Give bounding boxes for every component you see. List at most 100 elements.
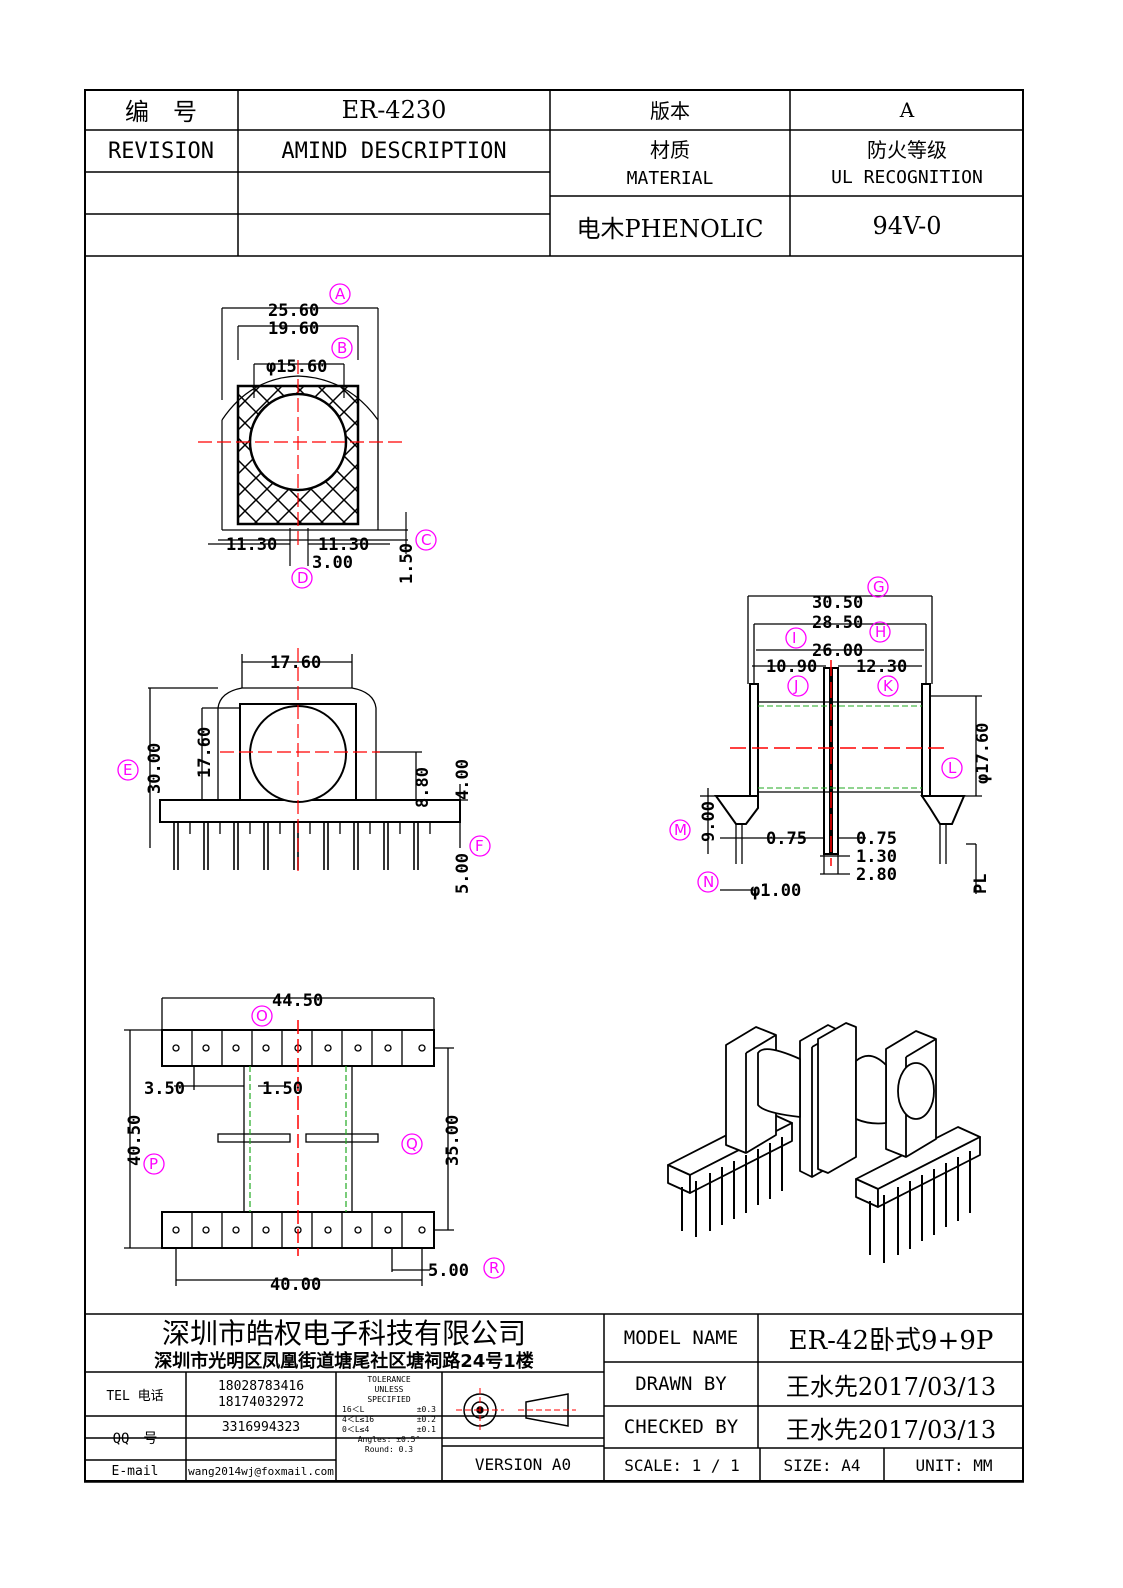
dim-30-50: 30.50 [812, 593, 863, 613]
marker-b: B [337, 339, 347, 357]
qq-value: 3316994323 [221, 1419, 301, 1435]
tel-2: 18174032972 [217, 1394, 305, 1410]
dim-phi-1-00: φ1.00 [750, 881, 801, 901]
drawn-by-value: 王水先2017/03/13 [785, 1372, 997, 1401]
marker-r: R [489, 1259, 499, 1277]
dim-12-30: 12.30 [856, 657, 907, 677]
marker-p: P [149, 1155, 158, 1173]
tolerance-row: 4＜L≤16 ±0.2 [338, 1415, 440, 1425]
marker-h: H [875, 623, 886, 641]
size-text: SIZE: A4 [783, 1455, 861, 1475]
dim-26-00: 26.00 [812, 641, 863, 661]
dim-44-50: 44.50 [272, 991, 323, 1011]
dim-25-60: 25.60 [268, 301, 319, 321]
tolerance-row: 0＜L≤4 ±0.1 [338, 1425, 440, 1435]
dim-10-90: 10.90 [766, 657, 817, 677]
dim-5-00b: 5.00 [428, 1261, 469, 1281]
dim-3-00: 3.00 [312, 553, 353, 573]
amend-description-label: AMIND DESCRIPTION [281, 138, 507, 164]
tolerance-range: 16＜L [342, 1405, 365, 1414]
drawing-frame [84, 89, 1024, 1482]
scale-text: SCALE: 1 / 1 [624, 1455, 740, 1475]
marker-d: D [297, 569, 309, 587]
material-value: 电木PHENOLIC [576, 214, 764, 243]
marker-n: N [703, 873, 714, 891]
email-label: E-mail [111, 1463, 159, 1479]
material-label-cn: 材质 [650, 137, 690, 162]
tolerance-title-2: UNLESS [374, 1385, 404, 1394]
marker-q: Q [406, 1135, 418, 1153]
marker-o: O [256, 1007, 268, 1025]
dim-11-30-left: 11.30 [226, 535, 277, 555]
tolerance-title-1: TOLERANCE [367, 1375, 411, 1384]
company-address: 深圳市光明区凤凰街道塘尾社区塘祠路24号1楼 [154, 1351, 534, 1372]
marker-l: L [948, 759, 957, 777]
part-number: ER-4230 [341, 95, 447, 124]
marker-i: I [792, 629, 796, 647]
dim-2-80: 2.80 [856, 865, 897, 885]
marker-f: F [475, 837, 484, 855]
version-a0: VERSION A0 [474, 1454, 572, 1474]
unit-text: UNIT: MM [915, 1455, 993, 1475]
dim-17-60-side: 17.60 [195, 727, 215, 778]
dim-1-30: 1.30 [856, 847, 897, 867]
checked-by-label: CHECKED BY [623, 1416, 739, 1438]
dim-1-50: 1.50 [397, 543, 417, 584]
dim-9-00: 9.00 [699, 801, 719, 842]
marker-k: K [883, 677, 894, 695]
dim-19-60: 19.60 [268, 319, 319, 339]
tolerance-range: 0＜L≤4 [342, 1425, 370, 1434]
marker-m: M [674, 821, 687, 839]
tel-1: 18028783416 [217, 1378, 305, 1394]
marker-c: C [421, 531, 431, 549]
fire-rating-label-cn: 防火等级 [867, 137, 947, 162]
tolerance-value: ±0.2 [416, 1415, 436, 1424]
dim-11-30-right: 11.30 [318, 535, 369, 555]
revision-label: REVISION [108, 138, 214, 164]
marker-j: J [793, 677, 798, 695]
dim-4-00: 4.00 [453, 759, 473, 800]
material-label-en: MATERIAL [626, 167, 714, 189]
dim-35-00: 35.00 [443, 1115, 463, 1166]
qq-label: QQ 号 [112, 1431, 158, 1447]
tolerance-value: ±0.1 [416, 1425, 436, 1434]
dim-40-00: 40.00 [270, 1275, 321, 1295]
projection-symbol-icon [456, 1388, 576, 1432]
front-view: 17.60 17.60 30.00 8.80 4.00 5.00 E F [117, 648, 491, 894]
tolerance-box: TOLERANCE UNLESS SPECIFIED 16＜L ±0.3 4＜L… [338, 1375, 440, 1455]
drawn-by-label: DRAWN BY [635, 1373, 727, 1395]
tolerance-range: 4＜L≤16 [342, 1415, 375, 1424]
dim-phi-17-60: φ17.60 [973, 723, 993, 784]
top-view: 25.60 19.60 φ15.60 11.30 11.30 3.00 1.50… [198, 283, 437, 589]
model-name-label: MODEL NAME [623, 1327, 739, 1349]
tolerance-value: ±0.3 [416, 1405, 436, 1414]
fire-rating-label-en: UL RECOGNITION [831, 166, 983, 188]
dim-phi-15-60: φ15.60 [266, 357, 327, 377]
dim-40-50: 40.50 [125, 1115, 145, 1166]
tolerance-angles: Angles: ±0.5° [357, 1435, 421, 1444]
version-value: A [899, 97, 915, 122]
dim-17-60-top: 17.60 [270, 653, 321, 673]
checked-by-value: 王水先2017/03/13 [785, 1415, 997, 1444]
dim-0-75-right: 0.75 [856, 829, 897, 849]
dim-28-50: 28.50 [812, 613, 863, 633]
dim-0-75-left: 0.75 [766, 829, 807, 849]
number-label: 编 号 [125, 98, 197, 126]
header-grid [84, 89, 1024, 257]
tolerance-row: 16＜L ±0.3 [338, 1405, 440, 1415]
dim-3-50: 3.50 [144, 1079, 185, 1099]
title-block-grid [84, 1313, 1024, 1483]
tel-label: TEL 电话 [106, 1388, 164, 1404]
marker-e: E [123, 761, 132, 779]
marker-a: A [335, 285, 346, 303]
tolerance-title-3: SPECIFIED [367, 1395, 411, 1404]
model-name-value: ER-42卧式9+9P [788, 1325, 994, 1356]
dim-1-50b: 1.50 [262, 1079, 303, 1099]
dim-5-00: 5.00 [453, 853, 473, 894]
dim-pl: PL [971, 874, 991, 894]
side-view: 30.50 28.50 26.00 10.90 12.30 φ17.60 9.0… [669, 576, 993, 901]
dim-8-80: 8.80 [413, 767, 433, 808]
fire-rating-value: 94V-0 [872, 212, 942, 240]
tolerance-round: Round: 0.3 [364, 1445, 414, 1454]
marker-g: G [873, 578, 885, 596]
